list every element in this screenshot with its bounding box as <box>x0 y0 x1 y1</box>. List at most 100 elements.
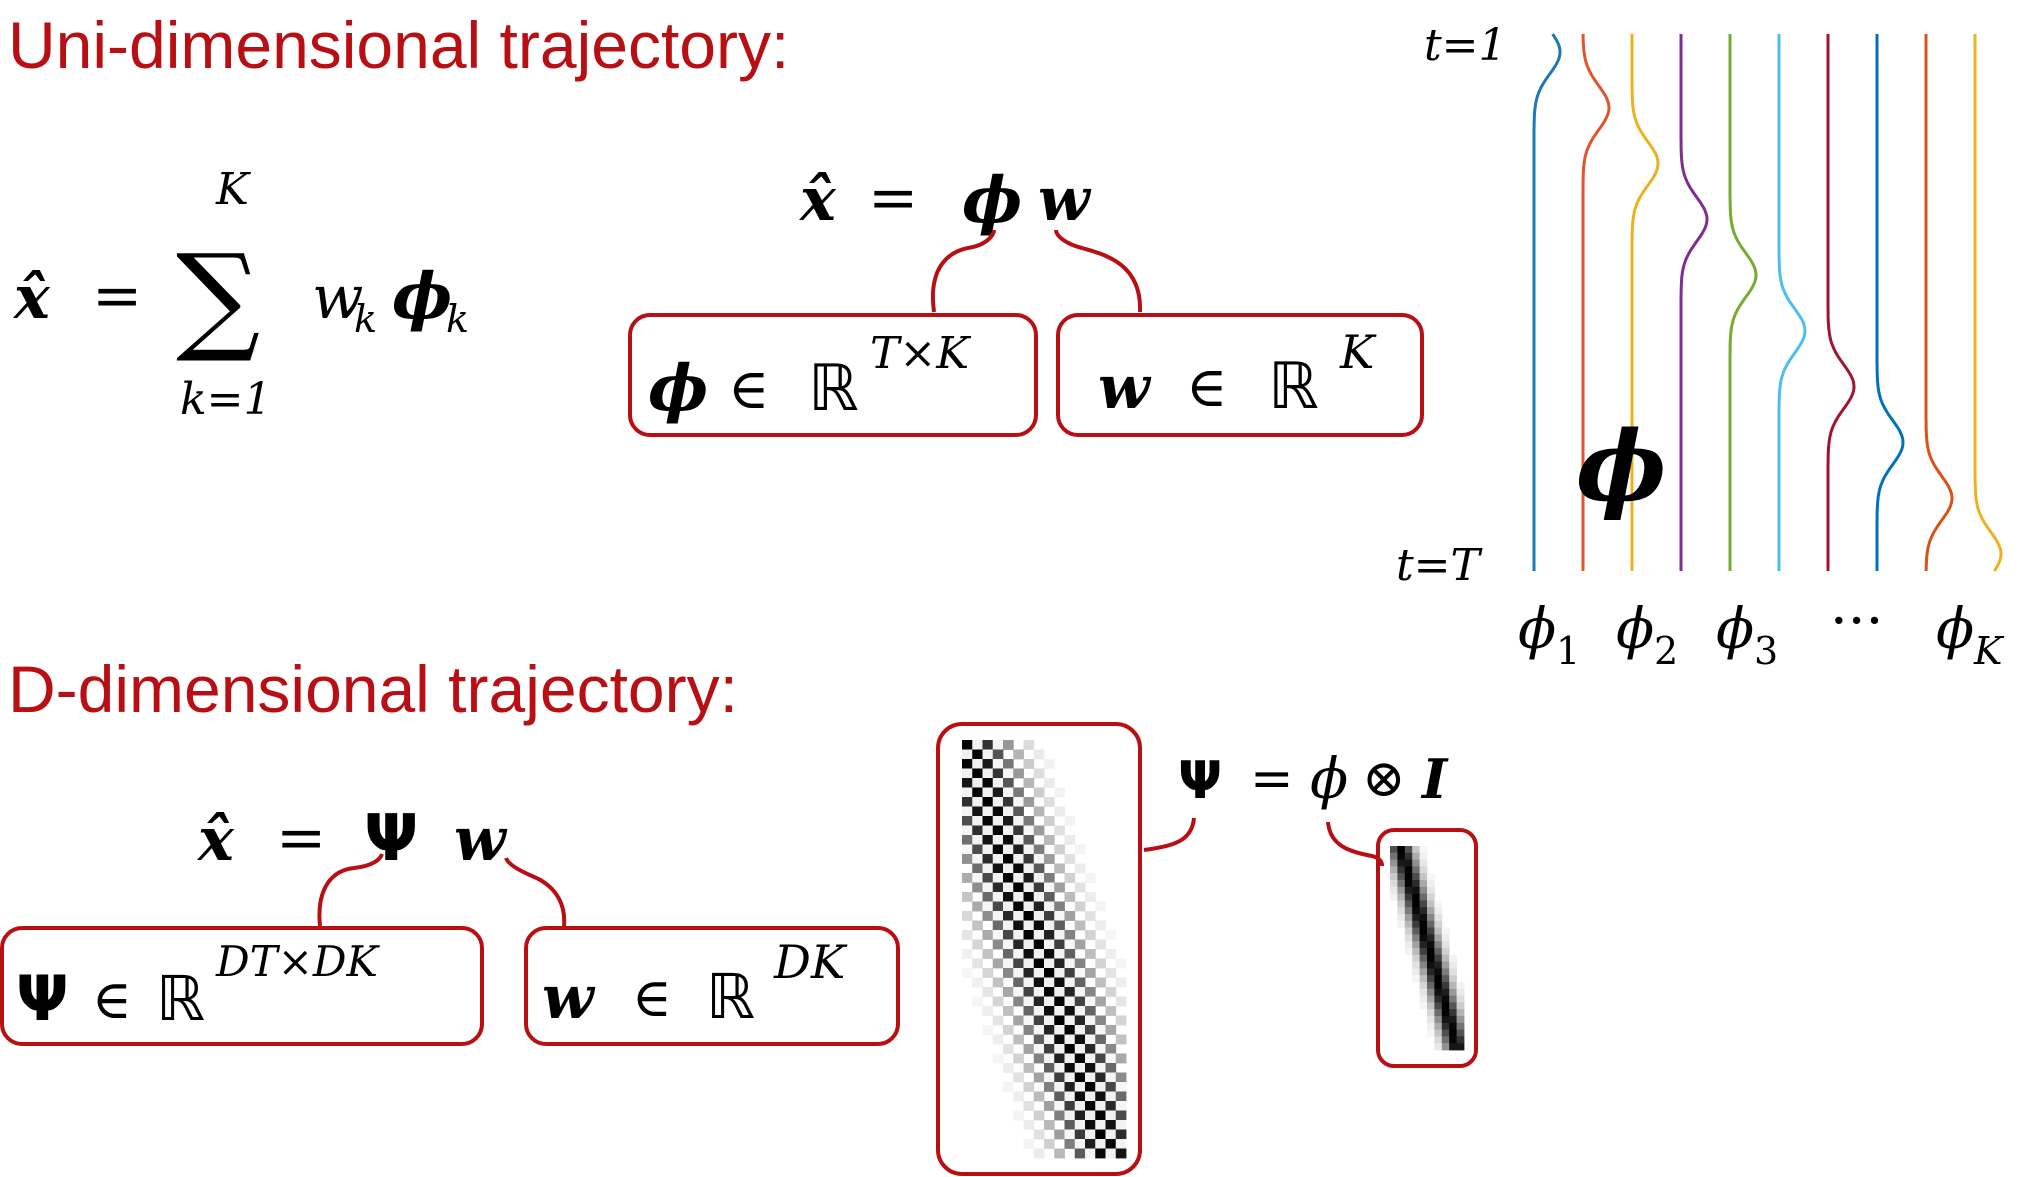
phi-matrix-cell <box>1419 866 1428 874</box>
phi-matrix-cell <box>1419 846 1428 854</box>
psi-matrix-cell <box>1033 768 1045 779</box>
phi-matrix-cell <box>1456 1002 1465 1010</box>
psi-matrix-cell <box>1013 1015 1024 1026</box>
psi-matrix-cell <box>1074 844 1086 855</box>
psi-matrix-cell <box>1013 816 1024 826</box>
psi-matrix-cell <box>1095 1091 1106 1102</box>
psi-matrix-cell <box>1003 920 1014 931</box>
psi-matrix-cell <box>982 844 994 855</box>
psi-matrix-cell <box>1023 863 1035 874</box>
phi-matrix-cell <box>1441 927 1450 935</box>
psi-matrix-cell <box>1115 977 1127 988</box>
phi-matrix-cell <box>1434 1029 1443 1037</box>
phi-matrix-cell <box>1427 927 1435 935</box>
sum-weight-subscript: k <box>354 297 377 341</box>
psi-matrix-cell <box>1085 1063 1096 1073</box>
phi-matrix-cell <box>1390 859 1398 867</box>
psi-matrix-cell <box>1023 825 1035 836</box>
psi-matrix-cell <box>992 1053 1004 1064</box>
phi-matrix-cell <box>1412 920 1420 928</box>
psi-matrix-cell <box>1003 797 1014 807</box>
phi-matrix-cell <box>1456 1022 1465 1030</box>
psi-matrix-cell <box>1105 1006 1117 1016</box>
psi-matrix-cell <box>1013 968 1024 978</box>
psi-matrix-cell <box>1023 835 1035 845</box>
psi-matrix-cell <box>1033 1110 1045 1121</box>
psi-matrix-cell <box>962 778 973 788</box>
psi-matrix-cell <box>1013 787 1024 798</box>
psi-matrix-cell <box>1105 1082 1117 1092</box>
psi-matrix-cell <box>1105 1139 1117 1149</box>
phi-matrix-cell <box>1412 934 1420 942</box>
psi-matrix-cell <box>1033 987 1045 997</box>
psi-matrix-cell <box>982 778 994 788</box>
phi-matrix-cell <box>1434 920 1443 928</box>
psi-matrix-cell <box>982 968 994 978</box>
basis-curve-6 <box>1777 34 1807 571</box>
phi-matrix-cell <box>1427 982 1435 990</box>
psi-matrix-cell <box>1003 1044 1014 1054</box>
psi-matrix-cell <box>1074 1006 1086 1016</box>
psi-matrix-cell <box>1013 797 1024 807</box>
psi-matrix-cell <box>972 768 983 779</box>
psi-matrix-cell <box>1054 863 1065 874</box>
psi-matrix-cell <box>1033 854 1045 864</box>
psi-matrix-cell <box>1054 825 1065 836</box>
phi-matrix-cell <box>1427 886 1435 894</box>
phi-matrix-cell <box>1434 1043 1443 1051</box>
sum-equation: x̂ = K ∑ k=1 w k ϕ k <box>12 164 469 425</box>
psi-matrix-cell <box>1074 1091 1086 1102</box>
multi-w-dimension-text: w ∈ ℝ DK <box>542 935 848 1033</box>
psi-matrix-cell <box>1013 1091 1024 1102</box>
phi-matrix-cell <box>1427 1002 1435 1010</box>
psi-matrix-cell <box>1044 920 1055 931</box>
phi-matrix-cell <box>1456 1036 1465 1044</box>
psi-matrix-cell <box>1013 958 1024 969</box>
phi-matrix-cell <box>1434 988 1443 996</box>
psi-matrix-cell <box>1033 1053 1045 1064</box>
psi-matrix-cell <box>1003 768 1014 779</box>
phi-matrix-cell <box>1441 934 1450 942</box>
psi-matrix-cell <box>1054 1148 1065 1159</box>
psi-matrix-cell <box>1033 825 1045 836</box>
multi-w-dim-reals: ℝ <box>706 960 755 1033</box>
psi-matrix-cell <box>1064 977 1076 988</box>
psi-matrix-cell <box>1003 787 1014 798</box>
psi-matrix-cell <box>1003 987 1014 997</box>
psi-matrix-cell <box>962 930 973 940</box>
phi-matrix-cell <box>1449 961 1457 969</box>
psi-matrix-cell <box>1033 968 1045 978</box>
psi-matrix-cell <box>982 787 994 798</box>
phi-matrix-cell <box>1427 920 1435 928</box>
basis-label-3-sub: 3 <box>1754 629 1778 673</box>
basis-label-2: ϕ <box>1616 597 1654 662</box>
psi-matrix-cell <box>1074 901 1086 912</box>
phi-matrix-cell <box>1441 1009 1450 1017</box>
psi-matrix-cell <box>982 825 994 836</box>
phi-matrix-cell <box>1456 1029 1465 1037</box>
phi-matrix-cell <box>1404 934 1413 942</box>
psi-matrix-cell <box>982 759 994 769</box>
psi-matrix-cell <box>1054 1082 1065 1092</box>
psi-matrix-cell <box>1074 968 1086 978</box>
phi-matrix-cell <box>1390 886 1398 894</box>
psi-matrix-cell <box>1095 1015 1106 1026</box>
phi-matrix-cell <box>1412 975 1420 983</box>
psi-matrix-cell <box>1013 806 1024 817</box>
phi-matrix-cell <box>1427 988 1435 996</box>
basis-curve-2 <box>1581 34 1611 571</box>
psi-matrix-cell <box>972 816 983 826</box>
psi-matrix-cell <box>1064 1015 1076 1026</box>
psi-matrix-cell <box>1095 1082 1106 1092</box>
kron-equals: = <box>1250 749 1294 809</box>
psi-matrix-cell <box>1044 949 1055 959</box>
w-dimension-box <box>1056 313 1424 437</box>
psi-matrix-cell <box>992 778 1004 788</box>
psi-matrix-cell <box>1023 987 1035 997</box>
psi-matrix-cell <box>1085 1091 1096 1102</box>
phi-matrix-cell <box>1404 859 1413 867</box>
phi-matrix-cell <box>1434 948 1443 956</box>
psi-dimension-text: Ψ ∈ ℝ DT×DK <box>16 937 381 1035</box>
psi-matrix-cell <box>1003 816 1014 826</box>
sum-lhs-xhat: x̂ <box>12 263 51 333</box>
